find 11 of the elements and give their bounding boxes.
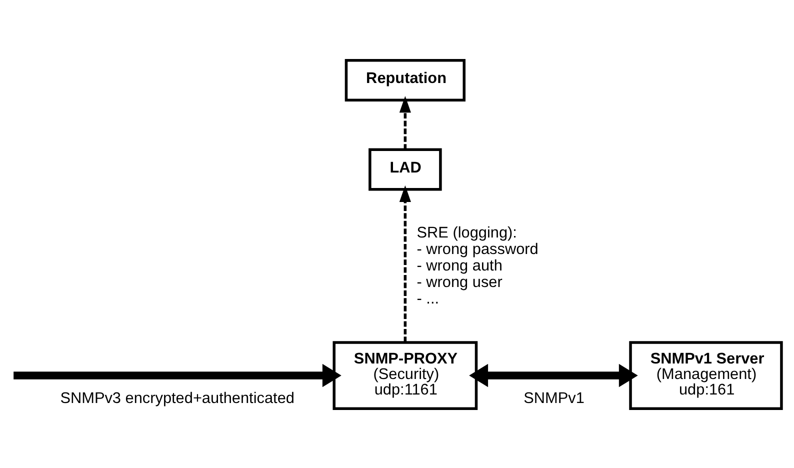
- node-box: LAD: [368, 148, 442, 190]
- edge-label: SNMPv3 encrypted+authenticated: [60, 389, 294, 406]
- edge-label: SNMPv1: [524, 389, 584, 406]
- arrow: [399, 96, 411, 149]
- node-box: Reputation: [344, 58, 466, 101]
- arrow: [399, 184, 411, 342]
- arrow: [469, 363, 638, 387]
- arrow: [14, 363, 342, 387]
- node-box: SNMPv1 Server (Management) udp:161: [629, 340, 783, 410]
- node-box: SNMP-PROXY (Security) udp:1161: [332, 340, 478, 410]
- edge-label: SRE (logging): - wrong password - wrong auth - wrong user - ...: [416, 224, 538, 308]
